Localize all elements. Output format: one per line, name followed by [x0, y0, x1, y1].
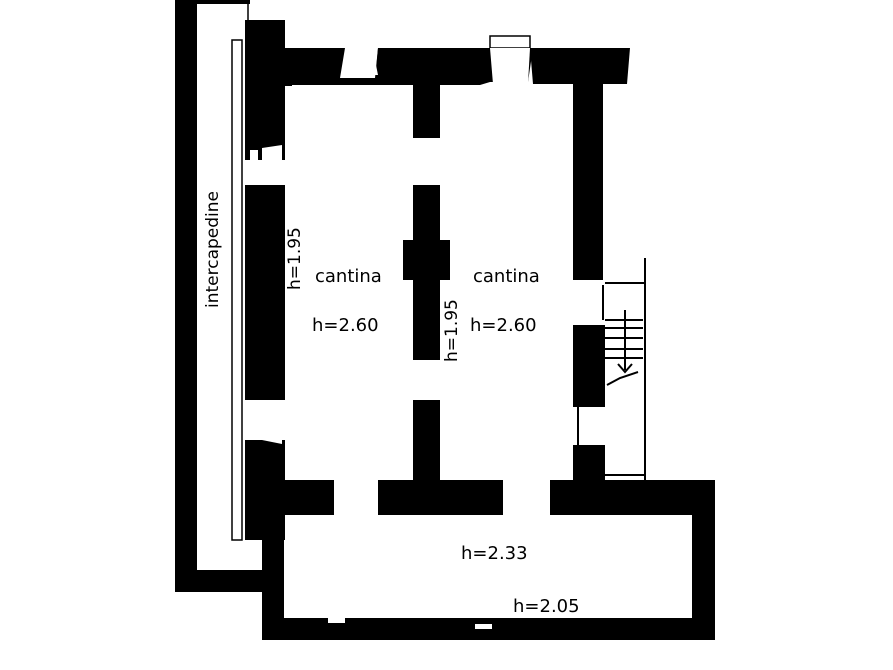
room-right-name: cantina [473, 266, 540, 287]
room-bottom-height-a: h=2.33 [461, 543, 528, 564]
room-left-height: h=2.60 [312, 315, 379, 336]
cavity-inner-wall [231, 39, 243, 541]
room-bottom-height-b: h=2.05 [513, 596, 580, 617]
left-wall-height: h=1.95 [285, 227, 305, 290]
cavity-label: intercapedine [203, 191, 223, 308]
top-window [489, 35, 531, 49]
window-openings [250, 50, 492, 629]
room-right-height: h=2.60 [470, 315, 537, 336]
walls [175, 0, 715, 640]
room-left-name: cantina [315, 266, 382, 287]
center-pillar-height: h=1.95 [442, 299, 462, 362]
staircase [577, 258, 646, 480]
